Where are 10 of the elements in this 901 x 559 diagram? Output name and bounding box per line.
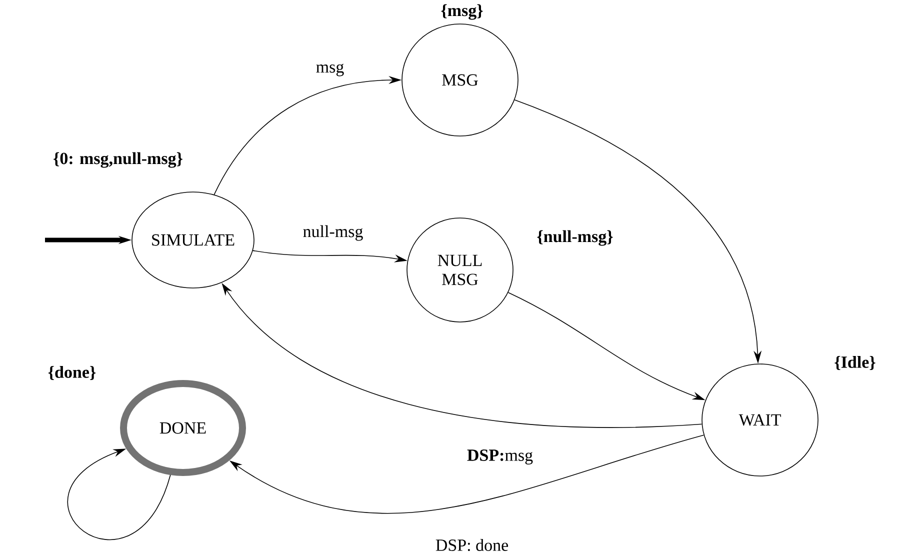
state-label: {msg} [441, 4, 483, 20]
edge-label: msg [314, 62, 346, 78]
state-label: {Idle} [834, 356, 876, 370]
edge-label: DSP: done [434, 537, 510, 553]
edge-label: DSP:msg [465, 448, 535, 466]
state-label: {done} [48, 366, 96, 380]
edge-label: null-msg [301, 224, 365, 242]
arrow [68, 448, 171, 540]
state-label: {0: msg,null-msg} [54, 152, 182, 168]
state-label: {null-msg} [537, 230, 613, 246]
